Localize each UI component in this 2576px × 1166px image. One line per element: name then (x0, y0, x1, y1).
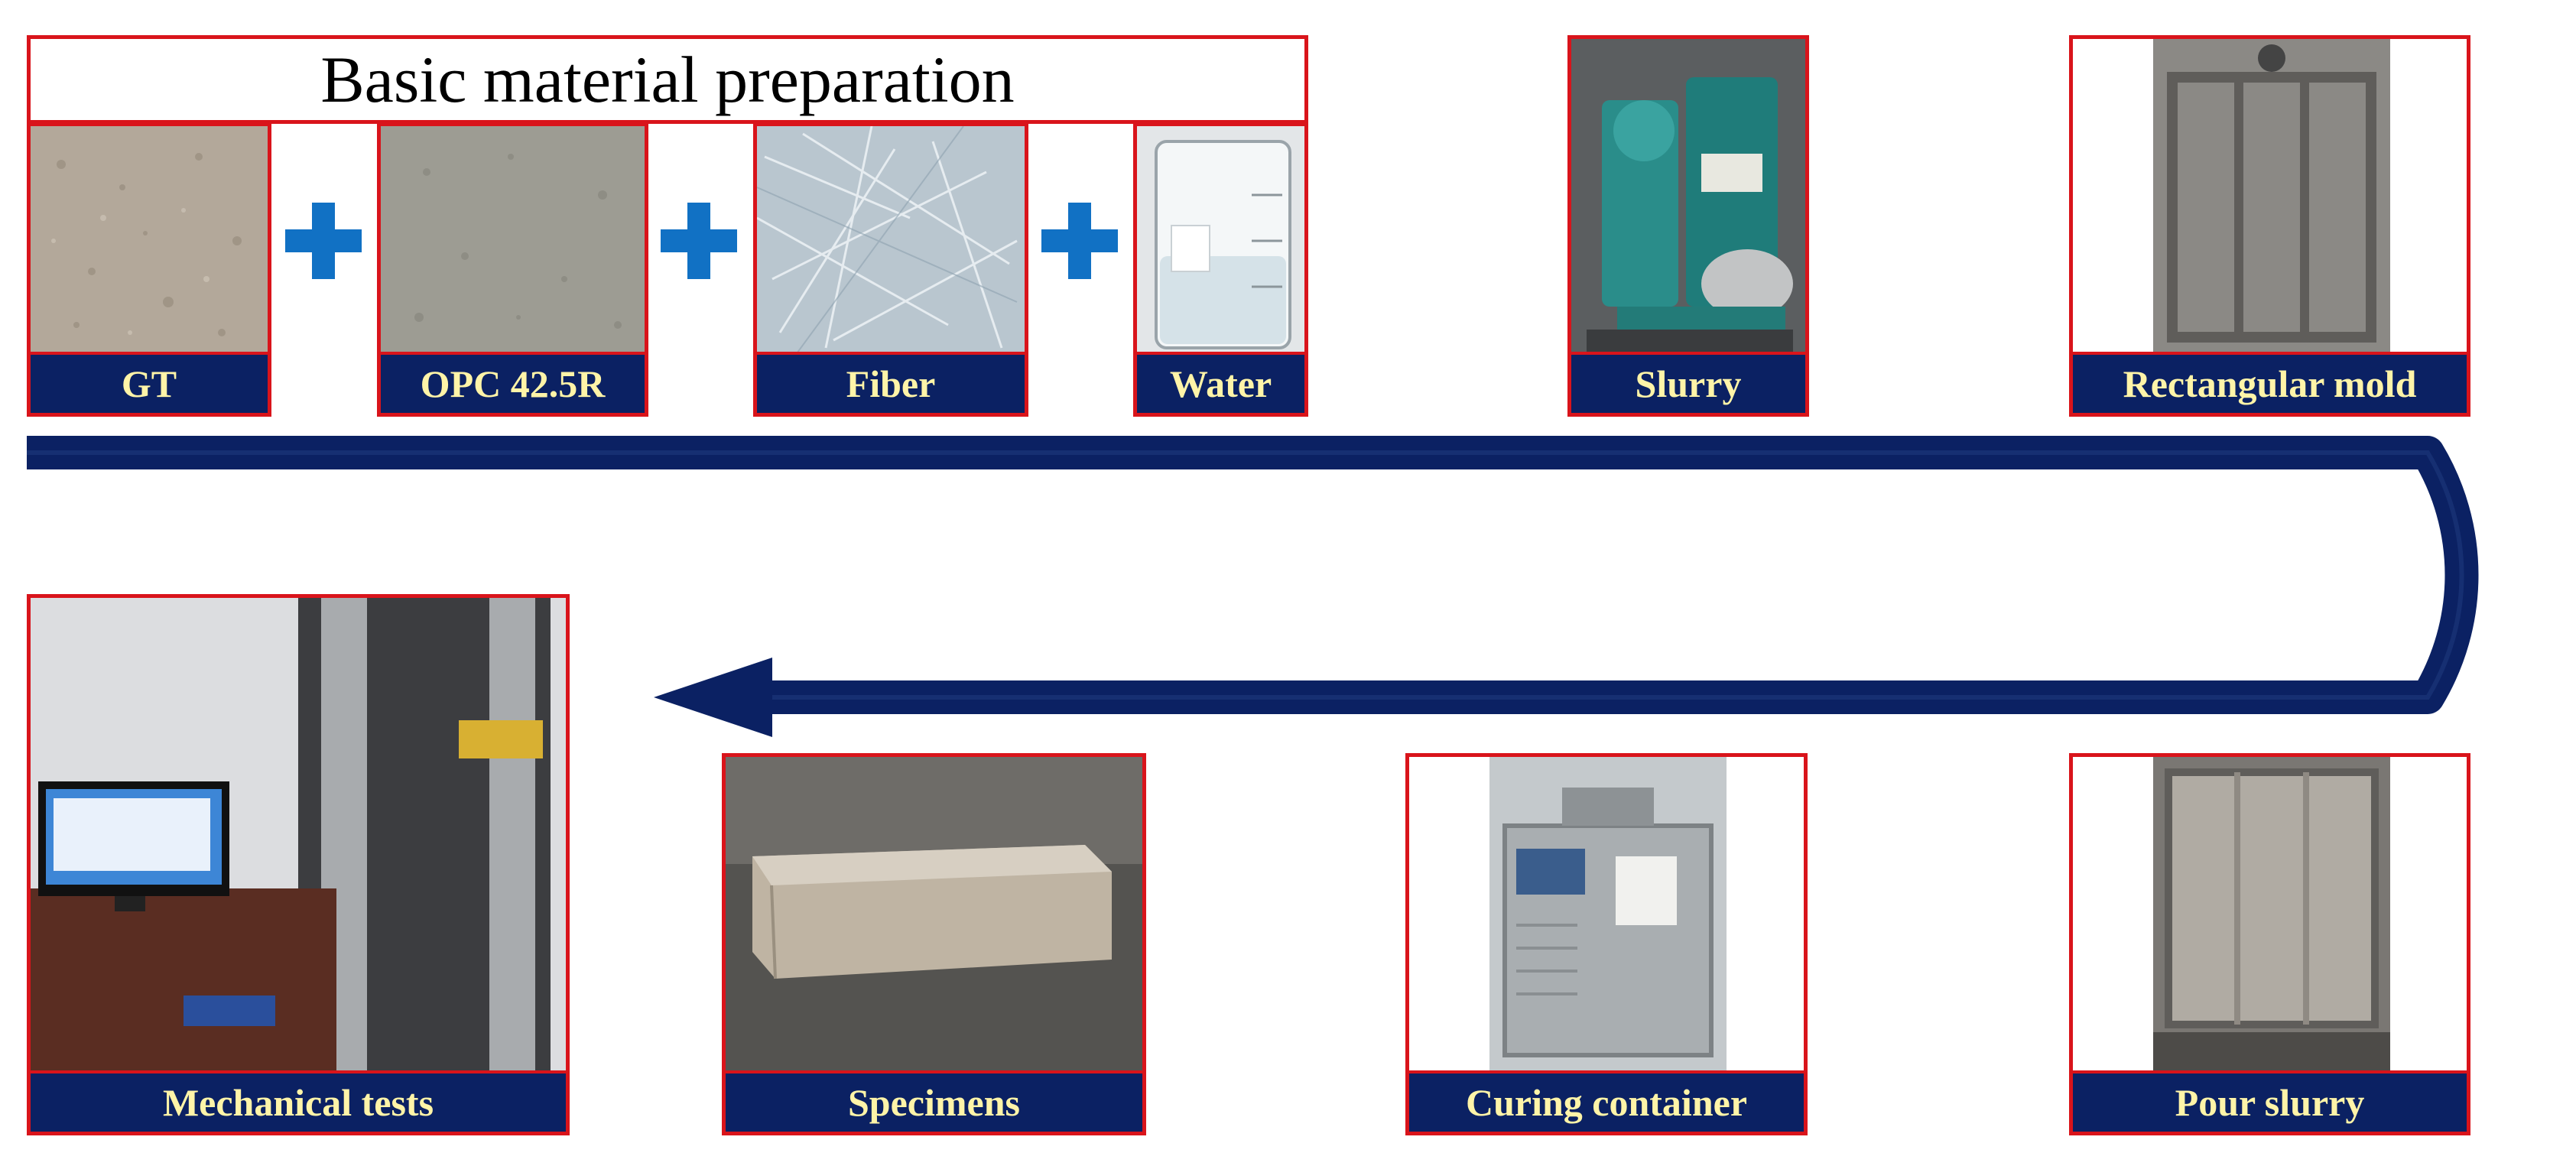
tests-photo (31, 598, 566, 1070)
step-slurry: Slurry (1567, 35, 1809, 417)
plus-icon (661, 203, 737, 279)
diagram-title: Basic material preparation (320, 43, 1015, 116)
material-water: Water (1133, 122, 1308, 417)
material-opc: OPC 42.5R (377, 122, 648, 417)
water-caption: Water (1137, 352, 1304, 413)
tests-caption: Mechanical tests (31, 1070, 566, 1132)
curing-caption: Curing container (1409, 1070, 1804, 1132)
step-tests: Mechanical tests (27, 594, 570, 1135)
step-curing: Curing container (1405, 753, 1808, 1135)
material-gt: GT (27, 122, 271, 417)
pour-caption: Pour slurry (2073, 1070, 2467, 1132)
specimens-photo (726, 757, 1142, 1070)
opc-caption: OPC 42.5R (381, 352, 645, 413)
step-mold: Rectangular mold (2069, 35, 2470, 417)
mold-caption: Rectangular mold (2073, 352, 2467, 413)
step-specimens: Specimens (722, 753, 1146, 1135)
slurry-caption: Slurry (1571, 352, 1805, 413)
fiber-caption: Fiber (757, 352, 1025, 413)
mold-photo (2073, 39, 2467, 356)
water-photo (1137, 126, 1304, 356)
pour-photo (2073, 757, 2467, 1070)
opc-photo (381, 126, 645, 356)
step-pour: Pour slurry (2069, 753, 2470, 1135)
plus-icon (285, 203, 362, 279)
fiber-photo (757, 126, 1025, 356)
plus-icon (1041, 203, 1118, 279)
curing-photo (1409, 757, 1804, 1070)
arrow-head (654, 658, 772, 737)
slurry-photo (1571, 39, 1805, 356)
gt-photo (31, 126, 268, 356)
gt-caption: GT (31, 352, 268, 413)
material-fiber: Fiber (753, 122, 1028, 417)
title-box: Basic material preparation (27, 35, 1308, 124)
specimens-caption: Specimens (726, 1070, 1142, 1132)
